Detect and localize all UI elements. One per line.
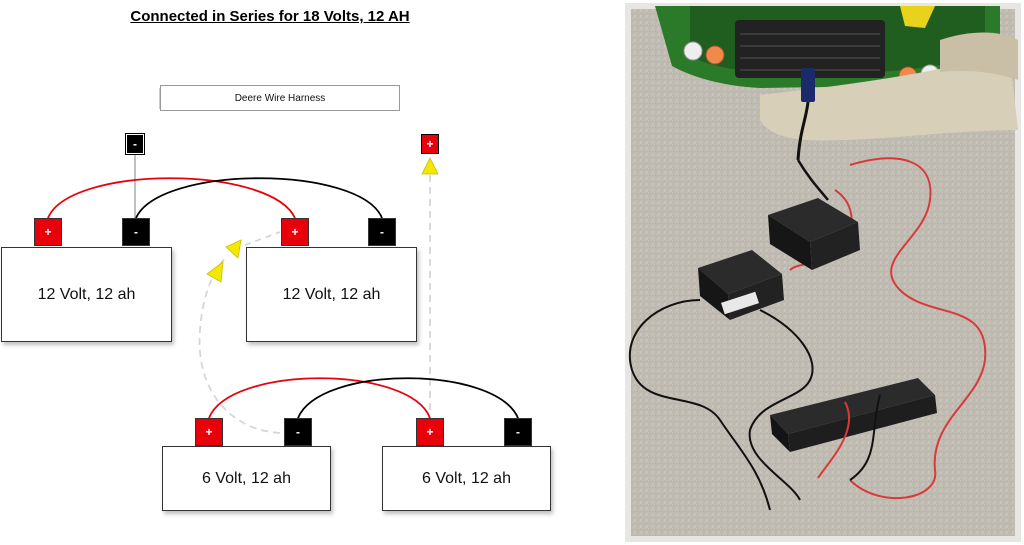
battery-6v-right: 6 Volt, 12 ah (382, 446, 551, 511)
red-wire-top (47, 177, 296, 219)
battery2-label: 12 Volt, 12 ah (282, 285, 381, 303)
diagram-title: Connected in Series for 18 Volts, 12 AH (130, 8, 410, 25)
battery3-negative-terminal: - (284, 418, 312, 446)
wire-harness-box: Deere Wire Harness (160, 85, 400, 111)
battery-setup-photo (625, 3, 1021, 542)
dashed-lead-curve (198, 257, 281, 434)
battery3-positive-symbol: + (205, 425, 213, 439)
harness-positive-symbol: + (426, 137, 434, 151)
battery2-negative-terminal: - (368, 218, 396, 246)
battery1-label: 12 Volt, 12 ah (37, 285, 136, 303)
battery3-label: 6 Volt, 12 ah (202, 469, 291, 487)
black-wire-top (135, 177, 383, 219)
battery4-positive-terminal: + (416, 418, 444, 446)
harness-label: Deere Wire Harness (234, 92, 326, 104)
battery1-negative-symbol: - (134, 225, 138, 239)
battery2-negative-symbol: - (380, 225, 384, 239)
arrow-up-harness (421, 157, 439, 175)
black-wire-bottom (297, 377, 519, 419)
battery2-positive-terminal: + (281, 218, 309, 246)
dashed-lead-link (244, 231, 281, 246)
battery4-negative-terminal: - (504, 418, 532, 446)
battery4-positive-symbol: + (426, 425, 434, 439)
harness-negative-symbol: - (133, 137, 137, 151)
harness-negative-terminal: - (125, 133, 145, 155)
arrow-up-left-2 (206, 261, 224, 283)
harness-positive-terminal: + (421, 134, 439, 154)
battery1-positive-terminal: + (34, 218, 62, 246)
battery-12v-right: 12 Volt, 12 ah (246, 247, 417, 342)
arrow-up-left (225, 239, 242, 259)
battery-12v-left: 12 Volt, 12 ah (1, 247, 172, 342)
red-wire-bottom (208, 377, 431, 419)
battery4-label: 6 Volt, 12 ah (422, 469, 511, 487)
battery-6v-left: 6 Volt, 12 ah (162, 446, 331, 511)
battery2-positive-symbol: + (291, 225, 299, 239)
battery1-negative-terminal: - (122, 218, 150, 246)
battery1-positive-symbol: + (44, 225, 52, 239)
battery3-positive-terminal: + (195, 418, 223, 446)
battery4-negative-symbol: - (516, 425, 520, 439)
battery3-negative-symbol: - (296, 425, 300, 439)
